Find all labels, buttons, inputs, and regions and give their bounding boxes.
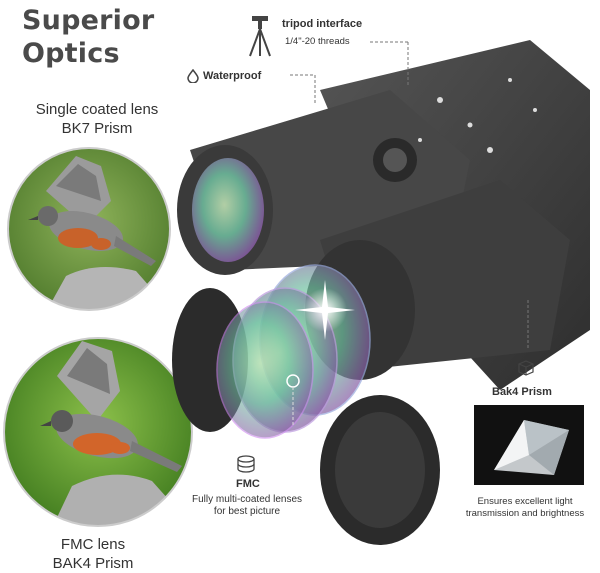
prism-label: Bak4 Prism (492, 386, 552, 398)
bottom-caption-line-2: BAK4 Prism (52, 555, 134, 572)
waterproof-label: Waterproof (203, 70, 262, 82)
top-bird-caption: Single coated lens BK7 Prism (22, 100, 172, 138)
coins-icon (236, 455, 256, 473)
bk7-bird-photo (6, 146, 172, 312)
prism-desc-line-2: transmission and brightness (465, 508, 585, 519)
title-line-2: Optics (22, 38, 120, 69)
prism-description: Ensures excellent light transmission and… (450, 496, 600, 520)
prism-desc-line-1: Ensures excellent light (477, 496, 573, 507)
binoculars-illustration (170, 30, 600, 550)
top-caption-line-1: Single coated lens (35, 101, 159, 118)
tripod-icon (246, 14, 274, 58)
tripod-label: tripod interface (282, 18, 363, 30)
fmc-description: Fully multi-coated lenses for best pictu… (182, 494, 312, 518)
top-caption-line-2: BK7 Prism (61, 120, 133, 137)
fmc-desc-line-1: Fully multi-coated lenses (191, 494, 303, 505)
bottom-bird-caption: FMC lens BAK4 Prism (18, 535, 168, 573)
fmc-bird-photo (2, 336, 194, 528)
prism-photo (474, 405, 584, 485)
tripod-detail: 1/4"-20 threads (285, 36, 350, 47)
page-title: Superior Optics (22, 4, 154, 70)
fmc-label: FMC (236, 478, 260, 490)
title-line-1: Superior (22, 5, 155, 36)
bottom-caption-line-1: FMC lens (60, 536, 126, 553)
cube-icon (518, 360, 534, 376)
fmc-desc-line-2: for best picture (213, 506, 281, 517)
water-drop-icon (186, 69, 200, 83)
